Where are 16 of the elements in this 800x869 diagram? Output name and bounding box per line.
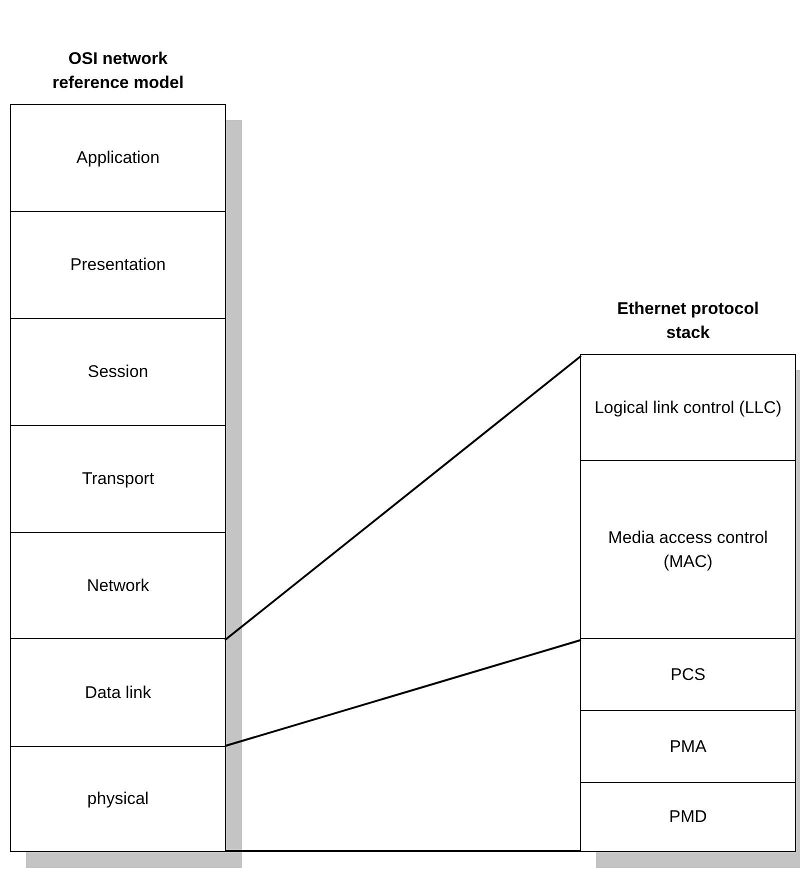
layer-label: Logical link control (LLC) <box>594 396 782 418</box>
mapping-line <box>226 850 580 852</box>
layer-label: PCS <box>670 664 706 686</box>
stack-heading: Ethernet protocol stack <box>616 298 760 344</box>
layer-label: Data link <box>84 682 152 704</box>
layer-label: Transport <box>82 468 154 490</box>
layer-label: Media access control (MAC) <box>607 526 769 572</box>
layer-label: Session <box>88 361 148 383</box>
layer-label: Presentation <box>70 254 166 276</box>
layer-label: PMA <box>670 736 706 758</box>
layer-label: Application <box>76 147 160 169</box>
mapping-line <box>224 355 582 641</box>
layer-label: PMD <box>669 806 707 828</box>
stack-heading: OSI network reference model <box>51 48 185 94</box>
layer-label: Network <box>86 574 150 596</box>
layer-label: physical <box>87 788 149 810</box>
